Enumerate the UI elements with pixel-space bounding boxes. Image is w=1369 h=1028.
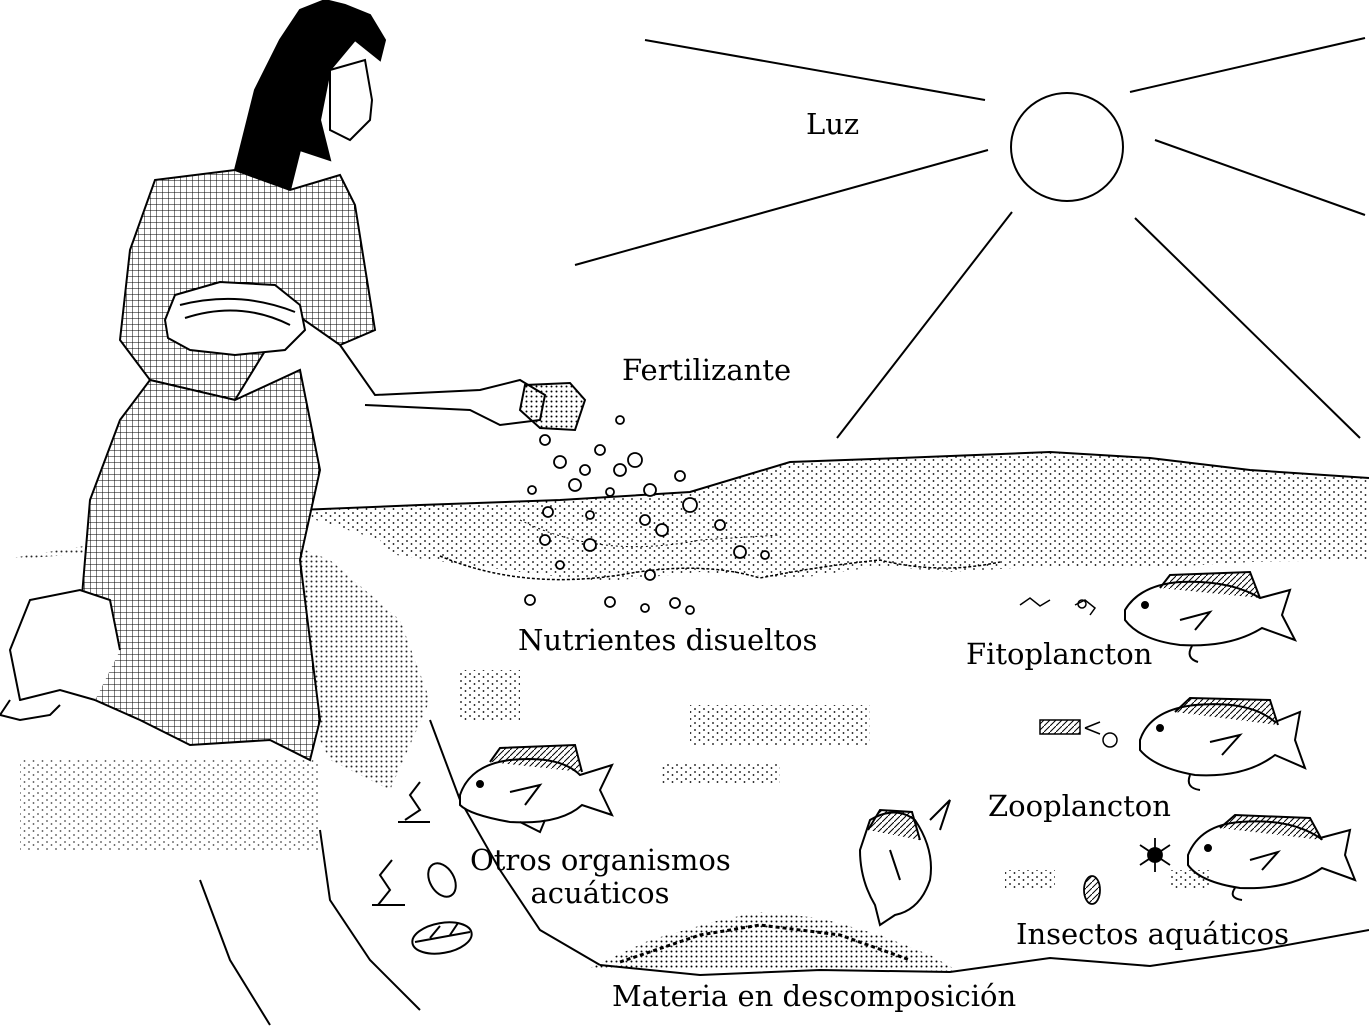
- label-zooplancton: Zooplancton: [988, 790, 1171, 823]
- label-nutrientes: Nutrientes disueltos: [518, 624, 817, 657]
- label-otros-line1: Otros organismos: [470, 844, 730, 877]
- fish-icon: [1140, 698, 1305, 790]
- plankton-icon: [1020, 598, 1117, 747]
- woman-figure: [0, 0, 585, 760]
- label-fitoplancton: Fitoplancton: [966, 638, 1152, 671]
- fish-icon: [860, 800, 950, 925]
- insect-icon: [1084, 838, 1170, 904]
- water-surface: [250, 452, 1369, 582]
- decomposing-matter-pile: [590, 912, 960, 972]
- label-fertilizante: Fertilizante: [622, 354, 791, 387]
- label-luz: Luz: [806, 108, 859, 141]
- fish-icon: [1188, 815, 1355, 900]
- label-otros-line2: acuáticos: [470, 877, 730, 910]
- label-materia: Materia en descomposición: [612, 980, 1016, 1013]
- label-otros-organismos: Otros organismos acuáticos: [470, 844, 730, 911]
- label-insectos: Insectos aquáticos: [1016, 918, 1289, 951]
